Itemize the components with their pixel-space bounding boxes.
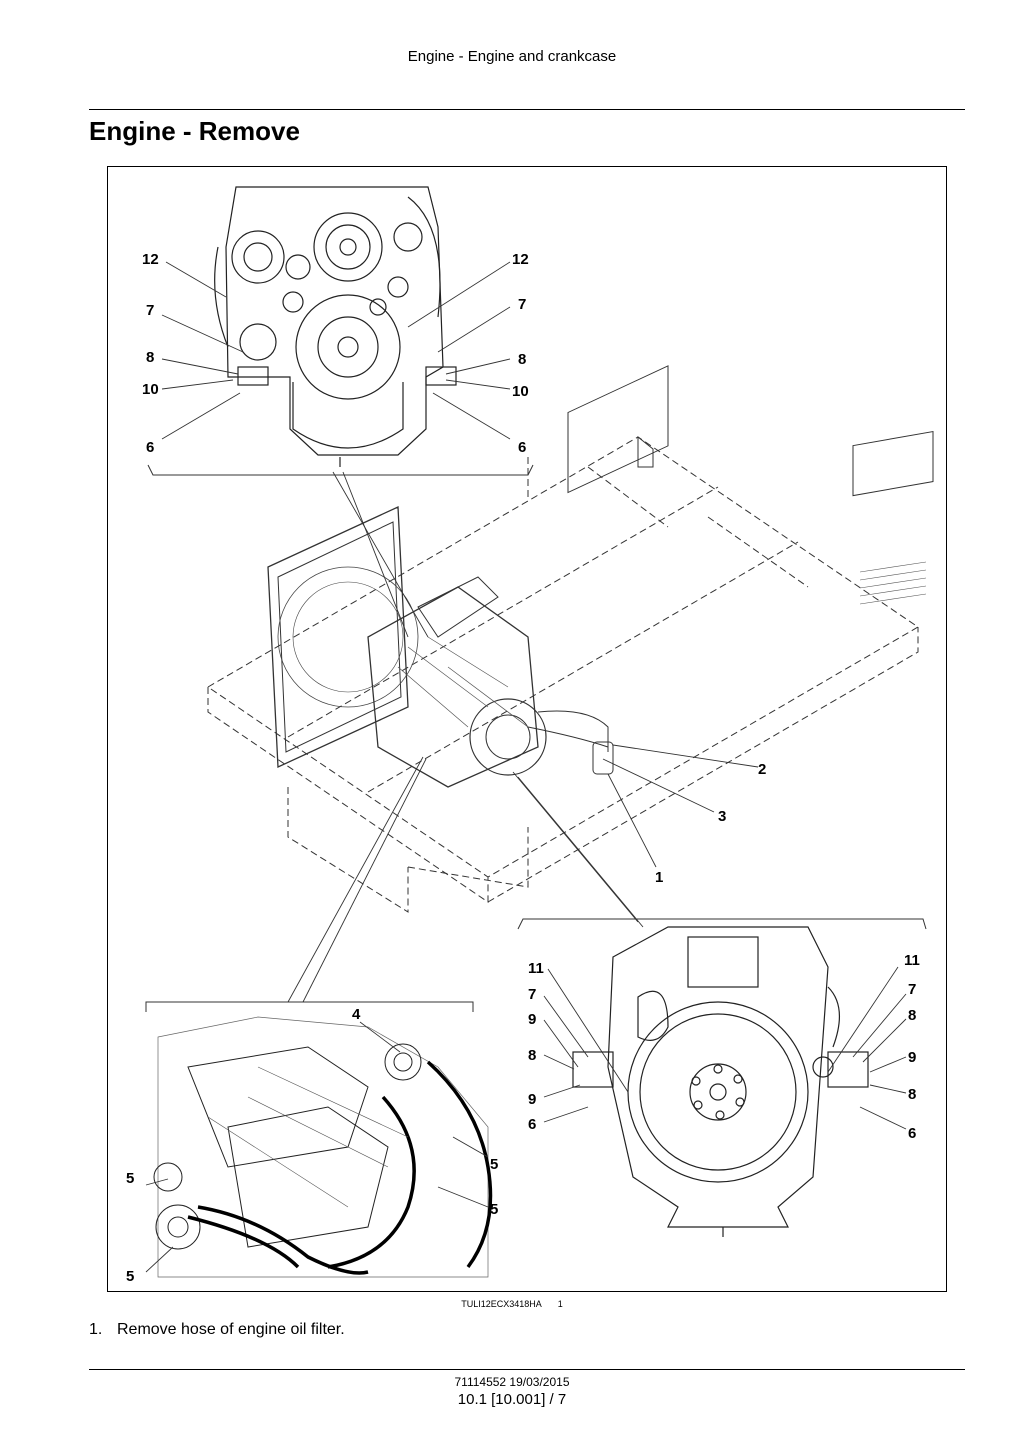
callout-7: 7 — [528, 986, 536, 1003]
figure-code: TULI12ECX3418HA — [461, 1299, 542, 1309]
callout-10: 10 — [142, 381, 159, 398]
footer-page-ref: 10.1 [10.001] / 7 — [457, 1391, 567, 1408]
callout-8: 8 — [908, 1007, 916, 1024]
inset-fuel-hoses — [153, 1016, 493, 1278]
callout-6: 6 — [528, 1116, 536, 1133]
leaders-main — [287, 471, 759, 1003]
callout-7: 7 — [518, 296, 526, 313]
inset-divider — [147, 464, 534, 476]
callout-5: 5 — [490, 1201, 498, 1218]
inset-divider — [145, 1001, 474, 1012]
figure-number: 1 — [557, 1299, 563, 1309]
callout-2: 2 — [758, 761, 766, 778]
running-header: Engine - Engine and crankcase — [407, 48, 617, 65]
callout-12: 12 — [142, 251, 159, 268]
footer-rule — [89, 1369, 965, 1370]
figure-caption: TULI12ECX3418HA 1 — [0, 1299, 1024, 1309]
callout-3: 3 — [718, 808, 726, 825]
engine-illustration: 12 7 8 10 6 12 7 8 10 6 — [107, 166, 947, 1292]
callout-1: 1 — [655, 869, 663, 886]
callout-10: 10 — [512, 383, 529, 400]
callout-9: 9 — [908, 1049, 916, 1066]
callout-11: 11 — [528, 960, 544, 977]
callout-9: 9 — [528, 1011, 536, 1028]
callout-6: 6 — [146, 439, 154, 456]
inset-divider — [517, 918, 927, 930]
inset-engine-rear — [572, 926, 869, 1237]
callout-5: 5 — [490, 1156, 498, 1173]
callout-6: 6 — [908, 1125, 916, 1142]
callout-7: 7 — [146, 302, 154, 319]
procedure-step: 1. Remove hose of engine oil filter. — [89, 1321, 345, 1339]
callout-8: 8 — [528, 1047, 536, 1064]
callout-8: 8 — [146, 349, 154, 366]
header-rule — [89, 109, 965, 110]
callout-5: 5 — [126, 1268, 134, 1285]
callout-9: 9 — [528, 1091, 536, 1108]
callout-8: 8 — [518, 351, 526, 368]
step-text: Remove hose of engine oil filter. — [117, 1321, 345, 1338]
callout-11: 11 — [904, 952, 920, 969]
callout-4: 4 — [352, 1006, 361, 1023]
callout-5: 5 — [126, 1170, 134, 1187]
leaders-top-left — [161, 261, 244, 440]
leaders-top-right — [407, 261, 511, 440]
leaders-bottom-right — [543, 966, 907, 1130]
callout-6: 6 — [518, 439, 526, 456]
callout-8: 8 — [908, 1086, 916, 1103]
callout-7: 7 — [908, 981, 916, 998]
main-chassis-view — [207, 365, 934, 913]
leaders-bottom-left — [145, 1021, 489, 1273]
page-title: Engine - Remove — [89, 116, 300, 146]
footer-doc-ref: 71114552 19/03/2015 — [454, 1375, 570, 1389]
step-number: 1. — [89, 1321, 103, 1338]
technical-drawing: 12 7 8 10 6 12 7 8 10 6 — [126, 186, 934, 1285]
inset-engine-front — [214, 186, 457, 467]
callout-12: 12 — [512, 251, 529, 268]
